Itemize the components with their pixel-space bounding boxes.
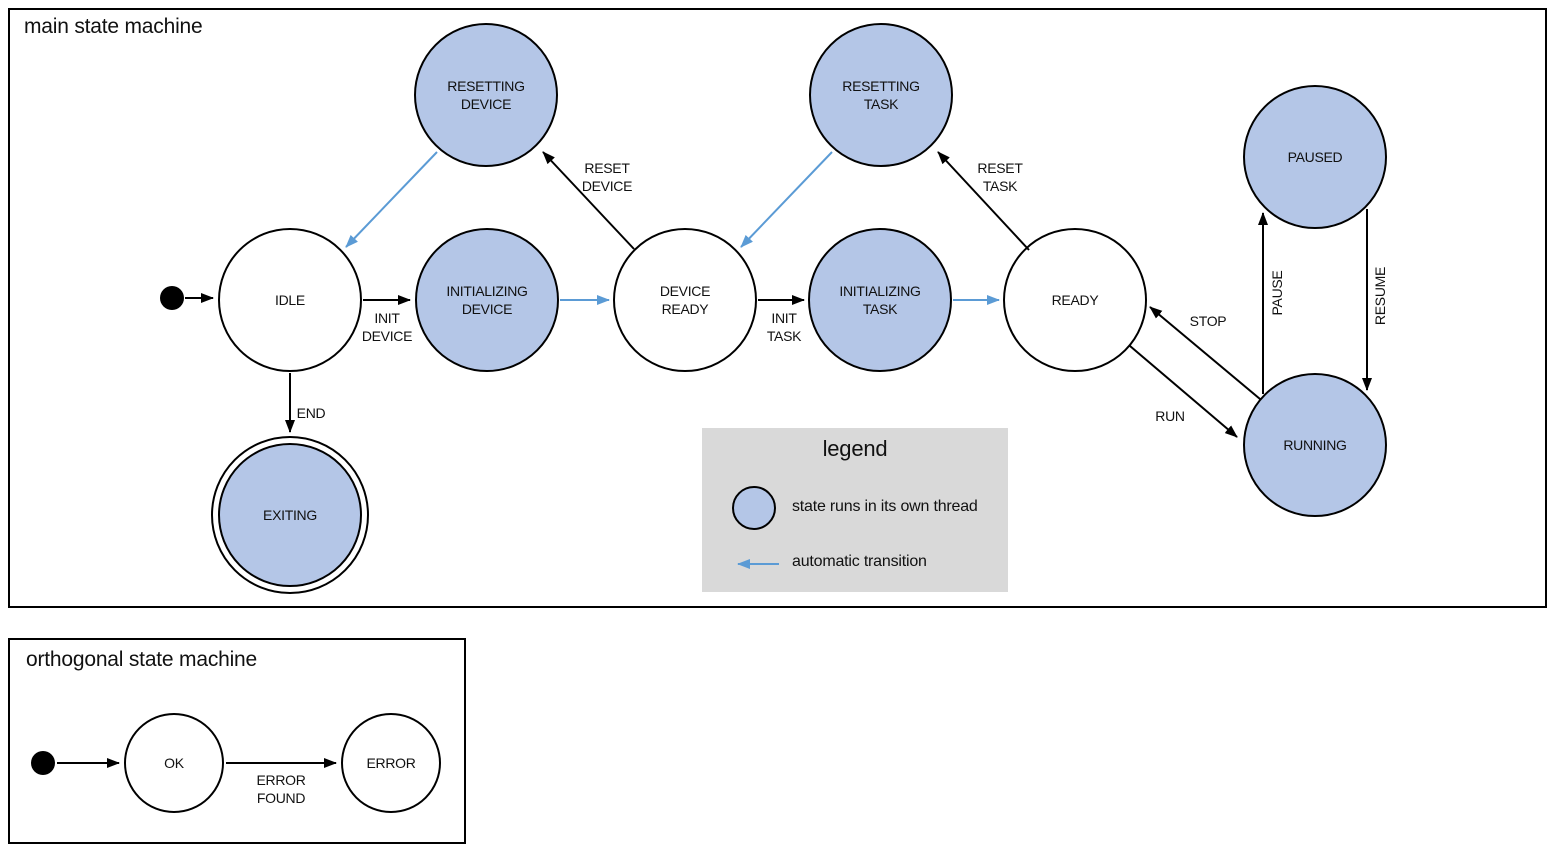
transition-label-resume: RESUME (1372, 266, 1388, 326)
legend-title: legend (822, 436, 888, 461)
state-idle: IDLE (218, 228, 362, 372)
transition-label-init-device: INIT DEVICE (361, 310, 413, 344)
state-initializing-task: INITIALIZING TASK (808, 228, 952, 372)
state-resetting-device-label: RESETTING DEVICE (447, 78, 525, 112)
state-paused-label: PAUSED (1287, 149, 1343, 165)
threaded-state-icon (732, 486, 776, 530)
state-running: RUNNING (1243, 373, 1387, 517)
state-device-ready-label: DEVICE READY (659, 283, 711, 317)
state-running-label: RUNNING (1283, 437, 1347, 453)
state-paused: PAUSED (1243, 85, 1387, 229)
transition-label-reset-device: RESET DEVICE (581, 160, 633, 194)
state-initializing-task-label: INITIALIZING TASK (839, 283, 921, 317)
transition-label-pause: PAUSE (1269, 270, 1285, 316)
state-resetting-device: RESETTING DEVICE (414, 23, 558, 167)
state-exiting: EXITING (218, 443, 362, 587)
state-exiting-final-ring: EXITING (211, 436, 369, 594)
state-device-ready: DEVICE READY (613, 228, 757, 372)
state-initializing-device: INITIALIZING DEVICE (415, 228, 559, 372)
orthogonal-state-machine-title: orthogonal state machine (26, 648, 258, 671)
state-ok-label: OK (164, 755, 184, 771)
state-resetting-task-label: RESETTING TASK (842, 78, 920, 112)
state-exiting-label: EXITING (263, 507, 317, 523)
main-state-machine-title: main state machine (24, 15, 203, 38)
transition-label-run: RUN (1155, 408, 1185, 424)
state-initializing-device-label: INITIALIZING DEVICE (446, 283, 528, 317)
state-idle-label: IDLE (275, 292, 305, 308)
transition-label-reset-task: RESET TASK (977, 160, 1023, 194)
transition-label-init-task: INIT TASK (766, 310, 802, 344)
transition-label-end: END (296, 405, 326, 421)
state-ready-label: READY (1051, 292, 1099, 308)
state-ok: OK (124, 713, 224, 813)
state-ready: READY (1003, 228, 1147, 372)
transition-label-stop: STOP (1189, 313, 1227, 329)
state-resetting-task: RESETTING TASK (809, 23, 953, 167)
transition-label-error-found: ERROR FOUND (256, 772, 306, 806)
state-error: ERROR (341, 713, 441, 813)
legend-auto-label: automatic transition (792, 553, 927, 570)
legend-panel: legend state runs in its own thread auto… (702, 428, 1008, 592)
legend-thread-label: state runs in its own thread (792, 498, 978, 515)
state-error-label: ERROR (366, 755, 416, 771)
